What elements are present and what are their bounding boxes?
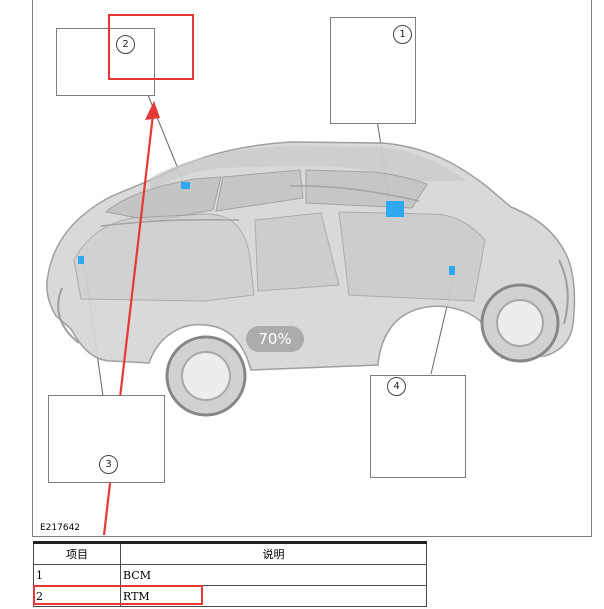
table-cell-item: 1 bbox=[33, 564, 121, 586]
table-header-item: 项目 bbox=[33, 541, 121, 565]
module-4-location-marker bbox=[449, 266, 455, 275]
table-row: 2 RTM bbox=[33, 585, 427, 607]
module-4-callout-box bbox=[370, 375, 466, 478]
callout-2-badge: 2 bbox=[116, 35, 135, 54]
vehicle-silhouette bbox=[46, 141, 576, 417]
callout-1-badge: 1 bbox=[393, 25, 412, 44]
table-row: 1 BCM bbox=[33, 564, 427, 586]
rtm-callout-box bbox=[56, 28, 155, 96]
table-cell-description: BCM bbox=[120, 564, 427, 586]
bcm-location-marker bbox=[386, 201, 404, 217]
module-3-location-marker bbox=[78, 256, 84, 264]
table-header-description: 说明 bbox=[120, 541, 427, 565]
figure-id: E217642 bbox=[40, 523, 81, 533]
zoom-watermark: 70% bbox=[246, 326, 304, 352]
callout-4-badge: 4 bbox=[387, 377, 406, 396]
callout-3-badge: 3 bbox=[99, 455, 118, 474]
component-table: 项目 说明 1 BCM 2 RTM bbox=[33, 541, 427, 607]
rtm-location-marker bbox=[181, 182, 190, 189]
table-cell-item: 2 bbox=[33, 585, 121, 607]
highlight-arrow-head bbox=[145, 101, 160, 120]
table-cell-description: RTM bbox=[120, 585, 427, 607]
